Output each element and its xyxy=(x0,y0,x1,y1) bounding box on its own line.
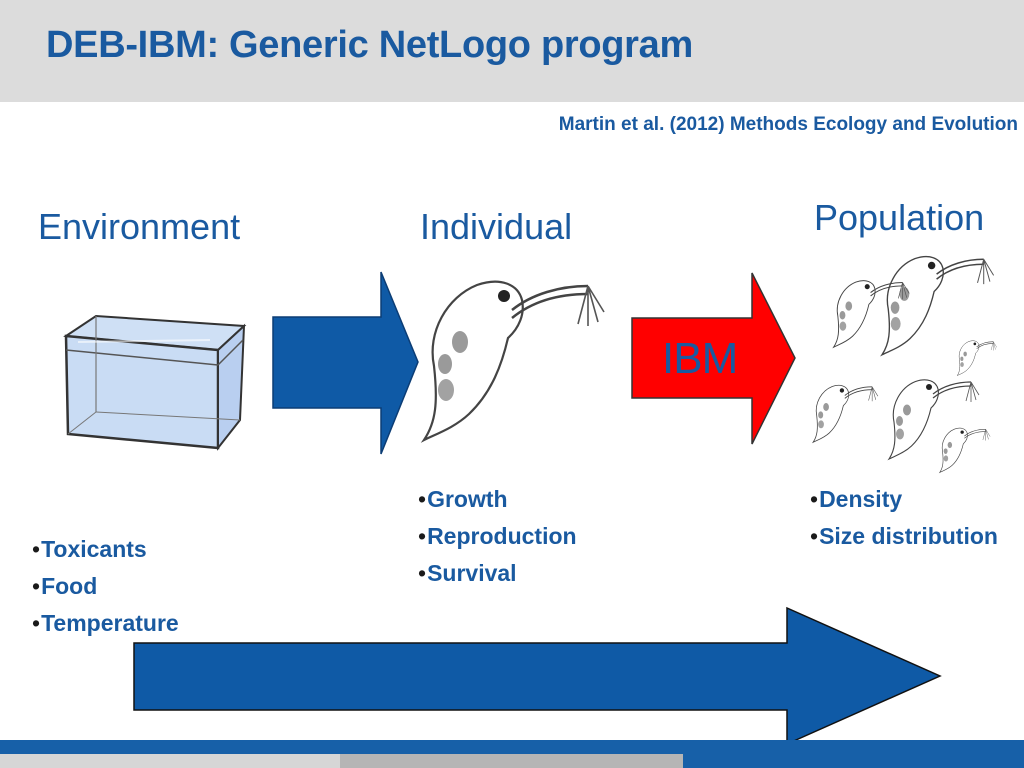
list-item: •Density xyxy=(810,486,903,512)
list-item: •Size distribution xyxy=(810,523,998,549)
daphnia-individual-image xyxy=(422,280,606,442)
footer-band xyxy=(0,740,1024,754)
bullet: • xyxy=(418,486,427,512)
bullet: • xyxy=(418,560,427,586)
footer-stripe-left xyxy=(0,754,340,768)
list-item: •Toxicants xyxy=(32,536,147,562)
bullet: • xyxy=(32,536,41,562)
list-item: •Survival xyxy=(418,560,517,586)
bullet: • xyxy=(810,523,819,549)
slide-header xyxy=(0,0,1024,102)
environment-to-individual-arrow xyxy=(272,271,419,455)
ibm-arrow-label: IBM xyxy=(662,334,738,383)
population-metrics-list: •Density •Size distribution xyxy=(810,481,998,555)
list-item: •Growth xyxy=(418,486,508,512)
ibm-arrow xyxy=(631,272,796,445)
population-heading: Population xyxy=(814,197,985,238)
individual-processes-list: •Growth •Reproduction •Survival xyxy=(418,481,577,592)
bullet: • xyxy=(810,486,819,512)
list-item: •Temperature xyxy=(32,610,179,636)
citation-text: Martin et al. (2012) Methods Ecology and… xyxy=(558,114,1018,135)
bullet: • xyxy=(418,523,427,549)
footer-stripe-middle xyxy=(340,754,683,768)
environment-factors-list: •Toxicants •Food •Temperature xyxy=(32,531,179,642)
list-item: •Reproduction xyxy=(418,523,577,549)
bullet: • xyxy=(32,573,41,599)
individual-heading: Individual xyxy=(420,206,573,247)
daphnia-population-image xyxy=(812,255,998,473)
bullet: • xyxy=(32,610,41,636)
slide-title: DEB-IBM: Generic NetLogo program xyxy=(46,24,693,66)
bottom-flow-arrow xyxy=(133,606,942,746)
aquarium-tank-image xyxy=(63,314,247,451)
footer-stripe-right xyxy=(683,754,1024,768)
environment-heading: Environment xyxy=(38,206,241,247)
list-item: •Food xyxy=(32,573,98,599)
